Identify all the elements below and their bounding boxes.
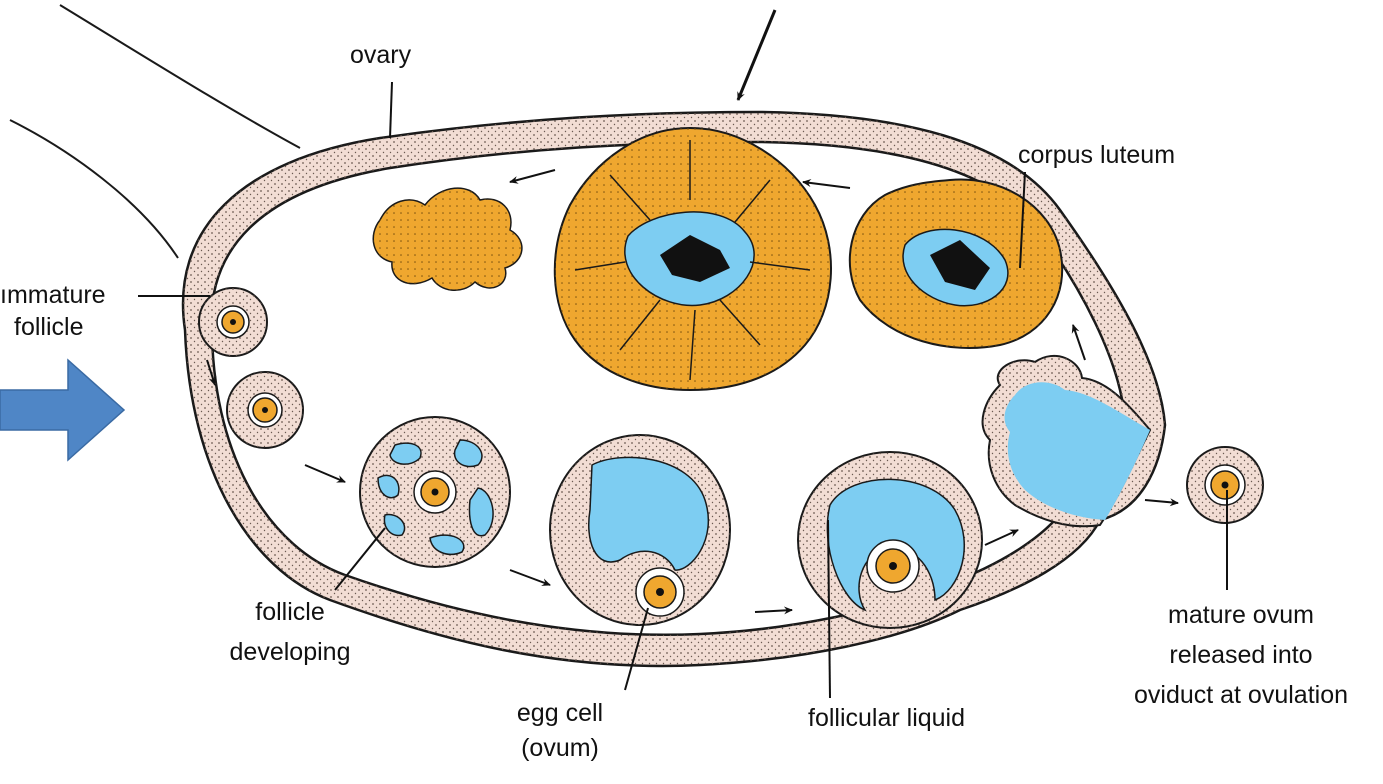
label-immature-follicle-line-2: follicle: [14, 312, 83, 342]
flow-arrow-2: [305, 465, 345, 482]
immature-follicle: [199, 288, 267, 356]
label-egg-cell-line-1: egg cell: [500, 698, 620, 728]
label-egg-cell-line-2: (ovum): [500, 733, 620, 763]
flow-arrow-6: [1145, 500, 1178, 503]
label-mature-ovum-line-3: oviduct at ovulation: [1100, 680, 1382, 710]
mature-follicle: [798, 452, 982, 628]
label-corpus-luteum: corpus luteum: [1018, 140, 1175, 170]
label-immature-follicle-line-1: ımmature: [0, 280, 106, 310]
ligament-line-lower: [10, 120, 178, 258]
label-follicle-developing-line-1: follicle: [195, 597, 385, 627]
flow-arrow-4: [755, 610, 792, 612]
developing-follicle: [360, 417, 510, 567]
corpus-luteum-right: [850, 179, 1062, 348]
label-mature-ovum-line-1: mature ovum: [1100, 600, 1382, 630]
blue-block-arrow-icon: [0, 360, 124, 460]
flow-arrow-cl-2: [803, 182, 850, 188]
label-follicle-developing-line-2: developing: [195, 637, 385, 667]
growing-follicle: [550, 435, 730, 625]
ligament-line-upper: [60, 5, 300, 148]
flow-arrow-3: [510, 570, 550, 585]
corpus-luteum-large: [555, 128, 831, 390]
flow-arrow-cl-3: [1073, 325, 1085, 360]
flow-arrow-5: [985, 530, 1018, 545]
leader-ovary: [390, 82, 392, 138]
flow-arrow-cl-1: [510, 170, 555, 182]
released-ovum: [1187, 447, 1263, 523]
label-mature-ovum-line-2: released into: [1100, 640, 1382, 670]
top-pointer-arrow: [738, 10, 775, 100]
primary-follicle: [227, 372, 303, 448]
label-follicular-liquid: follicular liquid: [808, 703, 965, 733]
label-ovary: ovary: [350, 40, 411, 70]
